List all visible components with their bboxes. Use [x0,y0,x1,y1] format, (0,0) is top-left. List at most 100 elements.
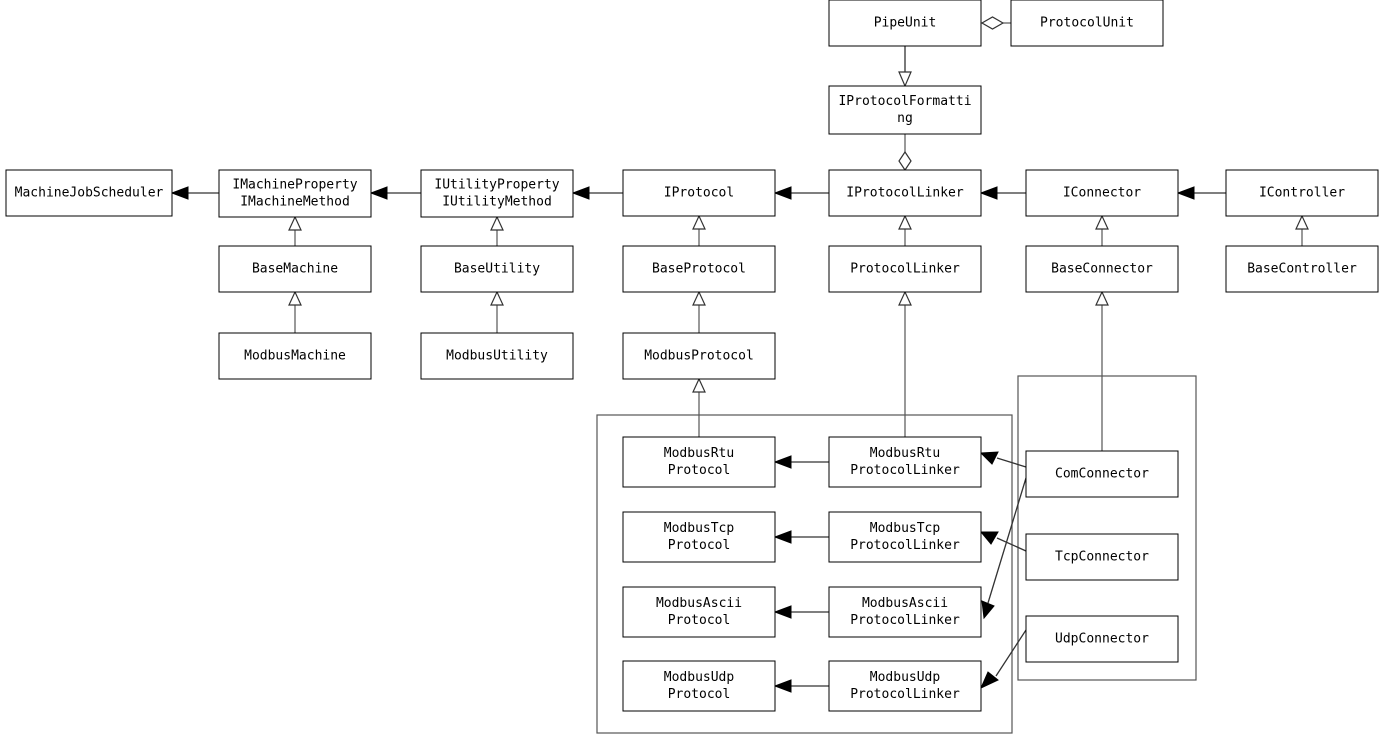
class-box-ProtocolUnit[interactable]: ProtocolUnit [1010,0,1164,47]
class-box-IConnector[interactable]: IConnector [1025,169,1179,217]
class-label-ModbusRtuProtocolLinker: ProtocolLinker [850,463,960,478]
class-rect-BaseConnector[interactable] [1025,245,1179,293]
edge-comconnector-rtulinker [979,451,1027,468]
class-label-ModbusRtuProtocol: Protocol [668,463,731,478]
class-box-BaseMachine[interactable]: BaseMachine [218,245,372,293]
class-rect-BaseMachine[interactable] [218,245,372,293]
class-box-IProtocolLinker[interactable]: IProtocolLinker [828,169,982,217]
class-rect-ModbusMachine[interactable] [218,332,372,380]
class-rect-ProtocolUnit[interactable] [1010,0,1164,47]
class-box-PipeUnit[interactable]: PipeUnit [828,0,982,47]
class-rect-IController[interactable] [1225,169,1379,217]
class-label-IMachinePropertyMethod: IMachineMethod [240,195,350,210]
edge-iconnector-iprotocollinker [979,186,1026,200]
class-label-ModbusRtuProtocol: ModbusRtu [664,446,734,461]
class-rect-MachineJobScheduler[interactable] [5,169,173,217]
class-rect-ProtocolLinker[interactable] [828,245,982,293]
class-box-ProtocolLinker[interactable]: ProtocolLinker [828,245,982,293]
class-label-IProtocolLinker: IProtocolLinker [846,186,964,201]
edge-modbusutility-baseutility [490,290,504,333]
class-box-MachineJobScheduler[interactable]: MachineJobScheduler [5,169,173,217]
class-label-TcpConnector: TcpConnector [1055,550,1149,565]
class-rect-IConnector[interactable] [1025,169,1179,217]
edge-modbusrtuprotocollinker-protocollinker [898,290,912,437]
class-rect-ModbusTcpProtocol[interactable] [622,511,776,563]
class-rect-IUtilityPropertyMethod[interactable] [420,169,574,218]
class-rect-IProtocolFormatting[interactable] [828,85,982,135]
class-label-ComConnector: ComConnector [1055,467,1149,482]
class-box-ComConnector[interactable]: ComConnector [1025,450,1179,498]
edge-udpconnector-udplinker [980,629,1027,690]
class-box-ModbusMachine[interactable]: ModbusMachine [218,332,372,380]
class-rect-ModbusUtility[interactable] [420,332,574,380]
class-label-ProtocolLinker: ProtocolLinker [850,262,960,277]
edge-tcpconnector-tcplinker [979,531,1027,552]
class-label-ModbusAsciiProtocol: ModbusAscii [656,596,742,611]
class-rect-ModbusProtocol[interactable] [622,332,776,380]
modbus-impl-group [596,414,1013,734]
class-box-IProtocol[interactable]: IProtocol [622,169,776,217]
class-label-IProtocol: IProtocol [664,186,734,201]
edge-tcplinker-tcpprotocol [773,530,829,544]
class-rect-ComConnector[interactable] [1025,450,1179,498]
class-box-BaseProtocol[interactable]: BaseProtocol [622,245,776,293]
class-box-IProtocolFormatting[interactable]: IProtocolFormatti ng [828,85,982,135]
class-label-BaseProtocol: BaseProtocol [652,262,746,277]
class-label-ModbusUdpProtocol: Protocol [668,687,731,702]
class-rect-ModbusUdpProtocolLinker[interactable] [828,660,982,712]
class-rect-IProtocol[interactable] [622,169,776,217]
class-rect-ModbusUdpProtocol[interactable] [622,660,776,712]
class-box-BaseUtility[interactable]: BaseUtility [420,245,574,293]
class-box-UdpConnector[interactable]: UdpConnector [1025,615,1179,663]
class-box-IController[interactable]: IController [1225,169,1379,217]
connector-impl-group [1017,375,1197,681]
class-label-ModbusUtility: ModbusUtility [446,349,548,364]
class-label-ModbusRtuProtocolLinker: ModbusRtu [870,446,940,461]
edge-pipeunit-iprotocolformatting [898,46,912,88]
class-box-ModbusUtility[interactable]: ModbusUtility [420,332,574,380]
class-label-ModbusTcpProtocolLinker: ProtocolLinker [850,538,960,553]
class-label-ModbusUdpProtocol: ModbusUdp [664,670,735,685]
class-label-ModbusProtocol: ModbusProtocol [644,349,754,364]
class-rect-ModbusRtuProtocol[interactable] [622,436,776,488]
class-rect-ModbusRtuProtocolLinker[interactable] [828,436,982,488]
class-box-TcpConnector[interactable]: TcpConnector [1025,533,1179,581]
class-rect-ModbusTcpProtocolLinker[interactable] [828,511,982,563]
class-label-ModbusAsciiProtocolLinker: ModbusAscii [862,596,948,611]
class-rect-TcpConnector[interactable] [1025,533,1179,581]
class-rect-ModbusAsciiProtocolLinker[interactable] [828,586,982,638]
edge-comconnector-baseconnector [1095,290,1109,451]
class-label-IProtocolFormatting: IProtocolFormatti [838,94,971,109]
class-rect-IProtocolLinker[interactable] [828,169,982,217]
class-label-IProtocolFormatting: ng [897,111,913,126]
edge-protocollinker-iprotocollinker [898,214,912,246]
class-label-ModbusUdpProtocolLinker: ProtocolLinker [850,687,960,702]
class-box-BaseConnector[interactable]: BaseConnector [1025,245,1179,293]
class-rect-BaseUtility[interactable] [420,245,574,293]
class-rect-UdpConnector[interactable] [1025,615,1179,663]
class-box-ModbusProtocol[interactable]: ModbusProtocol [622,332,776,380]
class-rect-BaseProtocol[interactable] [622,245,776,293]
edge-baseutility-iutility [490,215,504,246]
class-rect-BaseController[interactable] [1225,245,1379,293]
edge-baseconnector-iconnector [1095,214,1109,246]
class-rect-PipeUnit[interactable] [828,0,982,47]
class-rect-IMachinePropertyMethod[interactable] [218,169,372,218]
class-box-BaseController[interactable]: BaseController [1225,245,1379,293]
class-rect-ModbusAsciiProtocol[interactable] [622,586,776,638]
edge-baseprotocol-iprotocol [692,214,706,246]
edge-modbusprotocol-baseprotocol [692,290,706,333]
edge-iprotocolformatting-iprotocollinker [898,134,912,172]
